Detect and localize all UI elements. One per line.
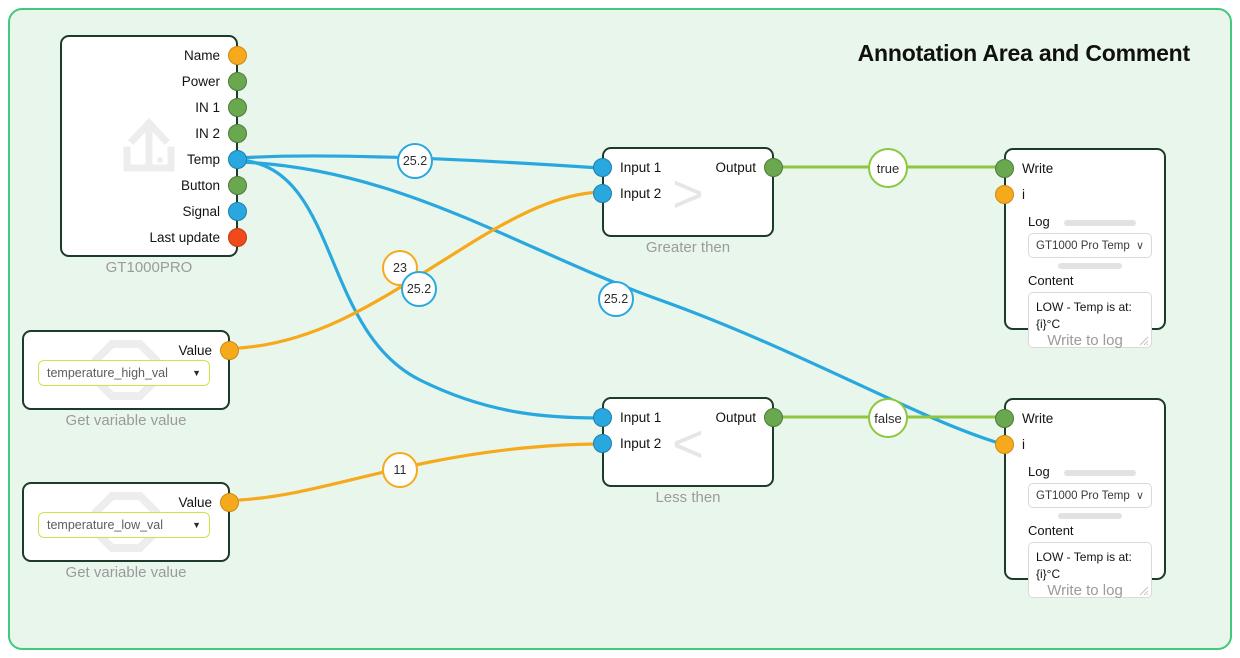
node-caption-var-high: Get variable value [65,412,187,429]
log-high-write-label: Write [1022,161,1054,176]
device-port-dot-signal[interactable] [228,202,247,221]
log-low-write-label: Write [1022,411,1054,426]
log-high-log-value: GT1000 Pro Temp [1036,239,1130,252]
node-caption-gt1000pro: GT1000PRO [105,259,193,276]
less-input2-label: Input 2 [620,436,662,451]
var-low-select[interactable]: temperature_low_val ▼ [38,512,210,538]
log-high-content-label: Content [1028,273,1074,288]
less-input2-port[interactable] [593,434,612,453]
device-port-label-name: Name [183,48,220,63]
greater-output-port[interactable] [764,158,783,177]
log-high-content-textarea[interactable]: LOW - Temp is at: {i}°C [1028,292,1152,348]
greater-input1-label: Input 1 [620,160,662,175]
device-port-dot-in1[interactable] [228,98,247,117]
resize-grip-icon[interactable] [1139,586,1149,596]
log-high-i-label: i [1022,187,1025,202]
device-port-dot-last-update[interactable] [228,228,247,247]
edge-badge-temp-mid[interactable]: 25.2 [401,271,437,307]
device-port-label-in2: IN 2 [195,126,220,141]
greater-than-glyph: > [672,163,704,224]
log-low-skeleton-top [1064,470,1136,476]
chevron-down-icon: ∨ [1135,490,1144,502]
device-port-label-last-update: Last update [149,230,220,245]
device-port-label-signal: Signal [182,204,220,219]
node-get-variable-high[interactable]: Value temperature_high_val ▼ Get variabl… [22,330,239,429]
log-low-write-port[interactable] [995,409,1014,428]
device-port-label-power: Power [181,74,220,89]
log-low-log-value: GT1000 Pro Temp [1036,489,1130,502]
var-low-select-value: temperature_low_val [47,518,164,532]
node-gt1000pro[interactable]: Name Power IN 1 IN 2 Temp Button Signal [60,35,247,276]
node-greater-then[interactable]: > Input 1 Input 2 Output Greater then [593,147,783,256]
edge-badge-temp-to-less[interactable]: 25.2 [598,281,634,317]
resize-grip-icon[interactable] [1139,336,1149,346]
var-high-select-value: temperature_high_val [47,366,168,380]
greater-input2-label: Input 2 [620,186,662,201]
node-less-then[interactable]: < Input 1 Input 2 Output Less then [593,397,783,506]
node-caption-greater-then: Greater then [645,239,731,256]
device-port-label-temp: Temp [186,152,220,167]
var-high-select[interactable]: temperature_high_val ▼ [38,360,210,386]
greater-input2-port[interactable] [593,184,612,203]
device-port-label-in1: IN 1 [195,100,220,115]
node-get-variable-low[interactable]: Value temperature_low_val ▼ Get variable… [22,482,239,581]
node-write-to-log-low[interactable]: Write i Log GT1000 Pro Temp ∨ Content LO… [995,398,1166,599]
greater-input1-port[interactable] [593,158,612,177]
log-high-skeleton-mid [1058,263,1122,269]
var-high-output-label: Value [178,343,212,358]
log-high-log-label: Log [1028,214,1050,229]
less-than-glyph: < [672,413,704,474]
log-low-skeleton-mid [1058,513,1122,519]
chevron-down-icon: ▼ [192,520,201,530]
greater-output-label: Output [715,160,756,175]
log-high-write-port[interactable] [995,159,1014,178]
log-low-i-label: i [1022,437,1025,452]
edge-badge-var-low-value[interactable]: 11 [382,452,418,488]
log-high-skeleton-top [1064,220,1136,226]
edge-badge-false[interactable]: false [868,398,908,438]
less-input1-label: Input 1 [620,410,662,425]
chevron-down-icon: ▼ [192,368,201,378]
log-low-i-port[interactable] [995,435,1014,454]
node-caption-less-then: Less then [655,489,721,506]
less-output-port[interactable] [764,408,783,427]
node-caption-var-low: Get variable value [65,564,187,581]
device-port-dot-button[interactable] [228,176,247,195]
less-input1-port[interactable] [593,408,612,427]
chevron-down-icon: ∨ [1135,240,1144,252]
device-port-dot-in2[interactable] [228,124,247,143]
edge-badge-true[interactable]: true [868,148,908,188]
device-port-dot-power[interactable] [228,72,247,91]
annotation-title: Annotation Area and Comment [857,40,1191,66]
device-port-dot-name[interactable] [228,46,247,65]
log-high-log-select[interactable]: GT1000 Pro Temp ∨ [1028,233,1152,258]
node-caption-log-low: Write to log [1047,582,1123,599]
log-high-content-value: LOW - Temp is at: {i}°C [1036,300,1132,332]
log-high-i-port[interactable] [995,185,1014,204]
device-port-label-button: Button [180,178,220,193]
log-low-log-label: Log [1028,464,1050,479]
var-low-output-label: Value [178,495,212,510]
log-low-log-select[interactable]: GT1000 Pro Temp ∨ [1028,483,1152,508]
less-output-label: Output [715,410,756,425]
log-low-content-label: Content [1028,523,1074,538]
node-caption-log-high: Write to log [1047,332,1123,349]
log-low-content-textarea[interactable]: LOW - Temp is at: {i}°C [1028,542,1152,598]
edge-badge-temp-to-greater[interactable]: 25.2 [397,143,433,179]
device-port-dot-temp[interactable] [228,150,247,169]
upload-device-icon [123,117,175,172]
log-low-content-value: LOW - Temp is at: {i}°C [1036,550,1132,582]
var-high-output-port[interactable] [220,341,239,360]
node-write-to-log-high[interactable]: Write i Log GT1000 Pro Temp ∨ Content LO… [995,148,1166,349]
var-low-output-port[interactable] [220,493,239,512]
